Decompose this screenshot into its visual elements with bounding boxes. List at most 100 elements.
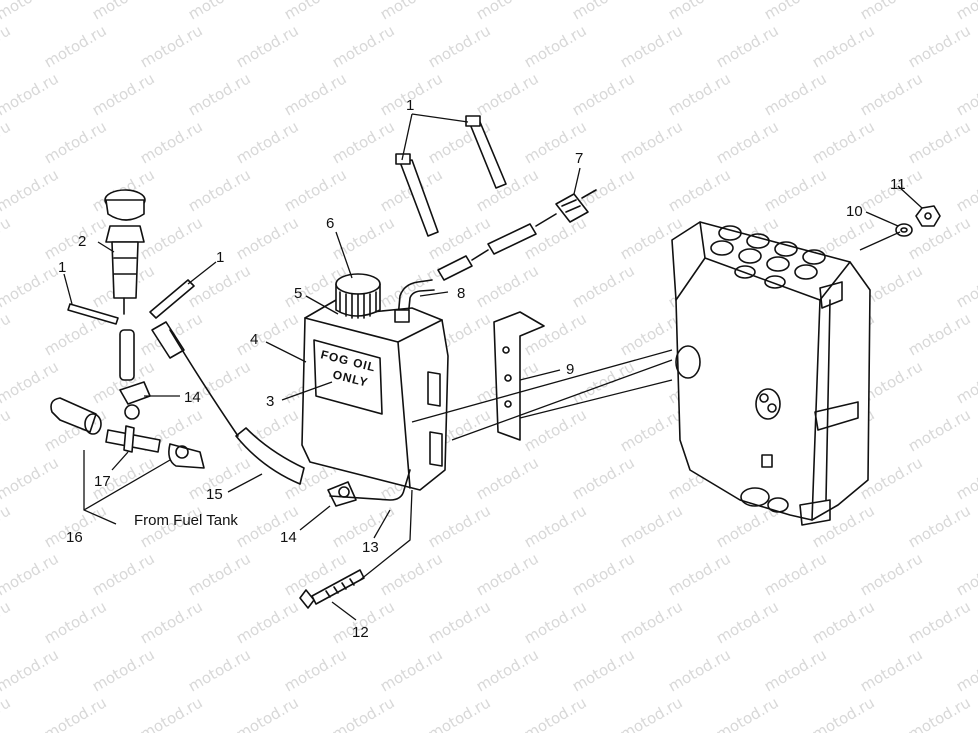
watermark-text: motod.ru — [569, 357, 638, 407]
watermark-text: motod.ru — [377, 0, 446, 23]
watermark-text: motod.ru — [473, 0, 542, 23]
watermark-text: motod.ru — [233, 693, 302, 733]
watermark-text: motod.ru — [233, 21, 302, 71]
watermark-text: motod.ru — [425, 213, 494, 263]
watermark-text: motod.ru — [617, 117, 686, 167]
watermark-text: motod.ru — [473, 453, 542, 503]
callout-numbers: 1 1 1 2 3 4 5 6 7 8 9 10 11 12 13 14 14 … — [58, 97, 906, 641]
watermark-text: motod.ru — [473, 645, 542, 695]
callout-15: 15 — [206, 486, 223, 503]
watermark-text: motod.ru — [857, 549, 926, 599]
clamp-14-center — [327, 481, 357, 507]
watermark-text: motod.ru — [233, 597, 302, 647]
fuel-hose-clamp-left — [50, 397, 102, 435]
watermark-text: motod.ru — [617, 309, 686, 359]
watermark-text: motod.ru — [0, 0, 62, 23]
watermark-text: motod.ru — [905, 117, 974, 167]
watermark-text: motod.ru — [0, 21, 14, 71]
watermark-text: motod.ru — [329, 213, 398, 263]
watermark-text: motod.ru — [617, 501, 686, 551]
watermark-text: motod.ru — [521, 693, 590, 733]
short-hose-right — [151, 321, 185, 359]
callout-1-left: 1 — [58, 259, 66, 276]
watermark-text: motod.ru — [521, 309, 590, 359]
watermark-text: motod.ru — [521, 501, 590, 551]
watermark-text: motod.ru — [185, 165, 254, 215]
watermark-text: motod.ru — [0, 597, 14, 647]
watermark-text: motod.ru — [329, 117, 398, 167]
watermark-text: motod.ru — [761, 645, 830, 695]
assembly-lines — [359, 231, 901, 581]
watermark-text: motod.ru — [569, 549, 638, 599]
callout-6: 6 — [326, 215, 334, 232]
watermark-text: motod.ru — [377, 261, 446, 311]
watermark-text: motod.ru — [0, 645, 62, 695]
watermark-text: motod.ru — [665, 165, 734, 215]
watermark-text: motod.ru — [569, 645, 638, 695]
callout-4: 4 — [250, 331, 258, 348]
watermark-text: motod.ru — [905, 309, 974, 359]
watermark-text: motod.ru — [857, 0, 926, 23]
watermark-text: motod.ru — [0, 261, 62, 311]
cable-tie-upper-right — [465, 115, 507, 189]
oil-tank: FOG OIL ONLY — [301, 299, 449, 491]
callout-14-left: 14 — [184, 389, 201, 406]
callout-13: 13 — [362, 539, 379, 556]
callout-17: 17 — [94, 473, 111, 490]
watermark-text: motod.ru — [281, 165, 350, 215]
watermark-text: motod.ru — [89, 0, 158, 23]
watermark-text: motod.ru — [665, 549, 734, 599]
watermark-text: motod.ru — [569, 453, 638, 503]
watermark-text: motod.ru — [329, 693, 398, 733]
watermark-text: motod.ru — [953, 549, 978, 599]
watermark-text: motod.ru — [953, 453, 978, 503]
watermark-text: motod.ru — [0, 117, 14, 167]
watermark-text: motod.ru — [857, 69, 926, 119]
watermark-text: motod.ru — [281, 645, 350, 695]
watermark-text: motod.ru — [41, 693, 110, 733]
callout-7: 7 — [575, 150, 583, 167]
watermark-text: motod.ru — [473, 165, 542, 215]
watermark-text: motod.ru — [713, 693, 782, 733]
watermark-text: motod.ru — [41, 213, 110, 263]
watermark-text: motod.ru — [809, 21, 878, 71]
watermark-text: motod.ru — [761, 69, 830, 119]
watermark-text: motod.ru — [185, 645, 254, 695]
callout-2: 2 — [78, 233, 86, 250]
watermark-text: motod.ru — [137, 21, 206, 71]
watermark-text: motod.ru — [953, 261, 978, 311]
watermark-text: motod.ru — [281, 0, 350, 23]
watermark-text: motod.ru — [0, 69, 62, 119]
watermark-text: motod.ru — [377, 549, 446, 599]
fuel-hose-clamp-right — [168, 443, 205, 469]
watermark-text: motod.ru — [0, 693, 14, 733]
watermark-text: motod.ru — [0, 405, 14, 455]
callout-8: 8 — [457, 285, 465, 302]
watermark-text: motod.ru — [761, 0, 830, 23]
callout-5: 5 — [294, 285, 302, 302]
callout-11: 11 — [890, 176, 906, 193]
leader-lines — [63, 113, 923, 621]
watermark-text: motod.ru — [761, 549, 830, 599]
watermark-text: motod.ru — [953, 165, 978, 215]
watermark-text: motod.ru — [185, 0, 254, 23]
watermark-text: motod.ru — [329, 21, 398, 71]
watermark-text: motod.ru — [137, 117, 206, 167]
watermark-text: motod.ru — [185, 69, 254, 119]
watermark-text: motod.ru — [665, 645, 734, 695]
watermark-text: motod.ru — [425, 501, 494, 551]
watermark-text: motod.ru — [377, 645, 446, 695]
watermark-text: motod.ru — [473, 261, 542, 311]
watermark-text: motod.ru — [425, 597, 494, 647]
watermark-text: motod.ru — [809, 117, 878, 167]
oil-line-13 — [329, 469, 411, 501]
watermark-text: motod.ru — [905, 213, 974, 263]
callout-12: 12 — [352, 624, 369, 641]
watermark-text: motod.ru — [713, 117, 782, 167]
watermark-text: motod.ru — [713, 597, 782, 647]
watermark-text: motod.ru — [185, 261, 254, 311]
watermark-text: motod.ru — [953, 69, 978, 119]
oil-hose-15 — [169, 329, 305, 485]
fogging-primer — [104, 189, 146, 315]
